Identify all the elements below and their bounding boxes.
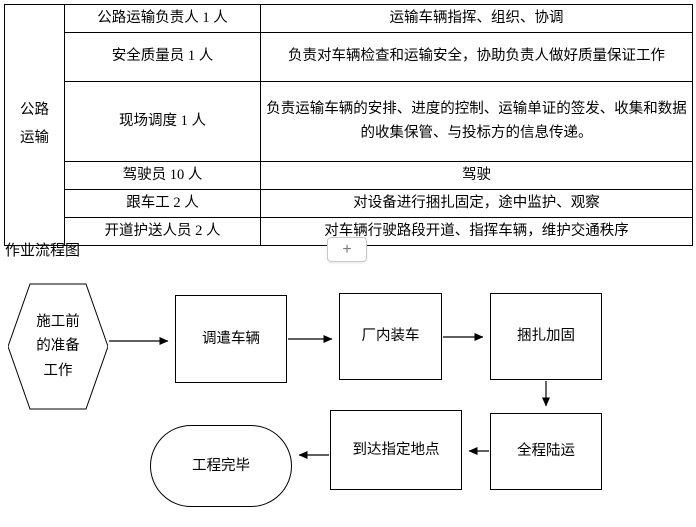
group-label: 公路运输: [20, 102, 49, 146]
flow-node-label: 厂内装车: [361, 328, 420, 345]
duty-cell: 运输车辆指挥、组织、协调: [260, 4, 693, 33]
flow-node-label: 调遣车辆: [202, 330, 260, 347]
personnel-table: 公路运输 公路运输负责人 1 人 运输车辆指挥、组织、协调 安全质量员 1 人 …: [4, 4, 693, 246]
table-row: 跟车工 2 人 对设备进行捆扎固定，途中监护、观察: [5, 188, 693, 218]
table-row: 现场调度 1 人 负责运输车辆的安排、进度的控制、运输单证的签发、收集和数据的收…: [5, 80, 693, 162]
group-cell: 公路运输: [4, 4, 65, 246]
flow-node-dispatch: 调遣车辆: [175, 295, 287, 383]
plus-icon: +: [342, 240, 352, 258]
duty-cell: 对车辆行驶路段开道、指挥车辆，维护交通秩序: [260, 216, 693, 246]
role-cell: 现场调度 1 人: [64, 80, 261, 162]
duty-cell: 驾驶: [260, 160, 693, 190]
role-cell: 开道护送人员 2 人: [64, 216, 261, 246]
duty-cell: 负责运输车辆的安排、进度的控制、运输单证的签发、收集和数据的收集保管、与投标方的…: [260, 80, 693, 162]
flowchart: 施工前的准备工作 调遣车辆 厂内装车 捆扎加固 全程陆运 到达指定地点 工程完毕: [0, 270, 696, 527]
flow-node-label: 施工前的准备工作: [36, 313, 80, 379]
table-row: 安全质量员 1 人 负责对车辆检查和运输安全，协助负责人做好质量保证工作: [5, 31, 693, 82]
flow-node-bind-fix: 捆扎加固: [490, 293, 602, 380]
flow-node-label: 到达指定地点: [352, 441, 440, 458]
flow-node-label: 全程陆运: [517, 443, 575, 460]
table-row: 开道护送人员 2 人 对车辆行驶路段开道、指挥车辆，维护交通秩序: [5, 216, 693, 246]
flow-node-label: 捆扎加固: [517, 328, 575, 345]
flow-section-title: 作业流程图: [5, 243, 81, 259]
insert-row-button[interactable]: +: [327, 237, 367, 262]
flow-node-arrive: 到达指定地点: [330, 410, 462, 490]
table-row: 公路运输 公路运输负责人 1 人 运输车辆指挥、组织、协调: [4, 4, 693, 246]
duty-cell: 负责对车辆检查和运输安全，协助负责人做好质量保证工作: [260, 31, 693, 82]
role-cell: 公路运输负责人 1 人: [64, 4, 261, 33]
role-cell: 安全质量员 1 人: [64, 31, 261, 82]
flow-node-load: 厂内装车: [339, 293, 442, 380]
role-cell: 跟车工 2 人: [64, 188, 261, 218]
flow-node-finish: 工程完毕: [150, 425, 292, 507]
flow-node-land-transport: 全程陆运: [490, 413, 602, 490]
role-cell: 驾驶员 10 人: [64, 160, 261, 190]
hexagon-shape: [8, 283, 108, 410]
table-row: 驾驶员 10 人 驾驶: [5, 160, 693, 190]
flow-node-preparation: 施工前的准备工作: [8, 283, 108, 410]
flow-node-label: 工程完毕: [192, 457, 250, 474]
duty-cell: 对设备进行捆扎固定，途中监护、观察: [260, 188, 693, 218]
